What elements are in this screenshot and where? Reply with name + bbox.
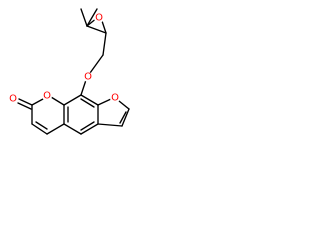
bond-epoxide-c-o-2 — [101, 20, 107, 34]
bond-furan-1 — [97, 98, 112, 106]
bond-ch2-to-oxygen — [89, 54, 104, 74]
bond-pyranone-5 — [46, 123, 65, 135]
lactone-ring-oxygen: O — [42, 91, 52, 102]
bond-benzene-4 — [63, 123, 82, 135]
bond-benzene-inner-1 — [80, 98, 95, 108]
bond-carbonyl-1 — [18, 98, 33, 106]
bond-pyranone-1 — [50, 96, 65, 106]
epoxide-oxygen: O — [94, 13, 104, 24]
carbonyl-oxygen: O — [8, 94, 18, 105]
bond-pyranone-double — [35, 121, 48, 130]
furan-oxygen-label: O — [111, 93, 119, 104]
bond-layer — [17, 8, 130, 135]
bond-furan-3 — [121, 108, 130, 127]
ether-oxygen: O — [83, 72, 93, 83]
bond-benzene-6 — [63, 94, 82, 106]
bond-furan-2 — [118, 100, 130, 110]
bond-pyranone-2 — [31, 98, 44, 106]
bond-benzene-3 — [80, 123, 99, 135]
bond-furan-double — [119, 111, 127, 124]
atom-label-layer: O O O O O — [8, 13, 120, 105]
bond-epoxide-c-c — [86, 25, 107, 34]
carbonyl-oxygen-label: O — [9, 94, 17, 105]
bond-ch2-to-epoxide — [102, 32, 107, 56]
ether-oxygen-label: O — [84, 72, 92, 83]
bond-oxygen-to-c9 — [80, 79, 87, 96]
bond-furan-4 — [97, 123, 123, 127]
epoxide-oxygen-label: O — [95, 13, 103, 24]
bond-methyl-2 — [86, 8, 98, 27]
bond-carbonyl-2 — [17, 102, 32, 110]
bond-benzene-1 — [80, 94, 99, 106]
bond-methyl-1 — [80, 8, 88, 27]
furan-oxygen: O — [110, 93, 120, 104]
bond-benzene-inner-2 — [80, 121, 95, 131]
bond-pyranone-4 — [31, 123, 48, 135]
lactone-ring-oxygen-label: O — [43, 91, 51, 102]
molecular-structure: O O O O O — [8, 8, 130, 135]
